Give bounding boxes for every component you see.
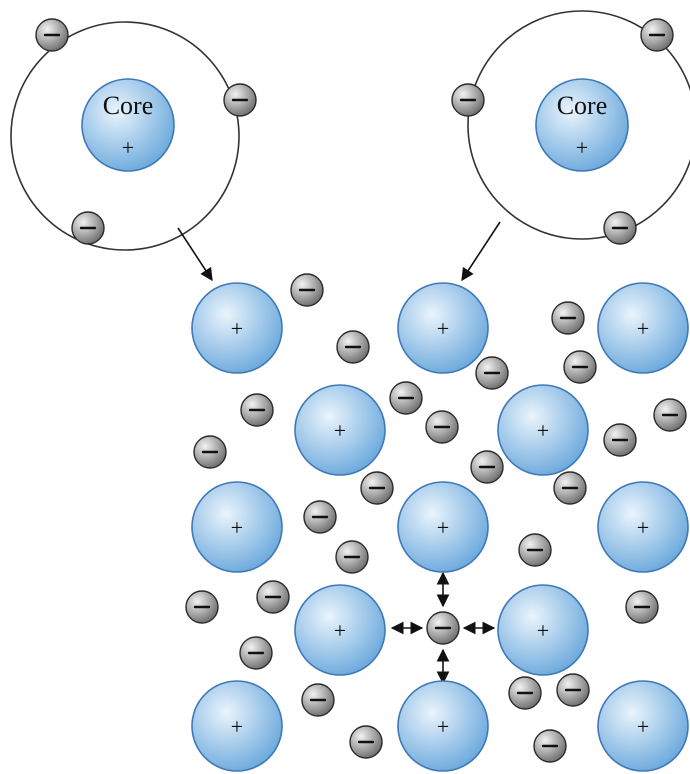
orbit-electron: [223, 83, 257, 117]
ion-core: +: [191, 680, 283, 772]
electron-sea: [35, 18, 687, 763]
free-electron: [475, 356, 509, 390]
ion-sign: +: [334, 418, 346, 443]
ion-core: +: [191, 481, 283, 573]
ion-core: +: [497, 584, 589, 676]
free-electron: [533, 729, 567, 763]
ion-lattice: + + + + + + + + + + + + +: [191, 282, 689, 772]
ion-circle: [597, 481, 689, 573]
ion-circle: [191, 481, 283, 573]
ion-sign: +: [437, 316, 449, 341]
free-electron: [303, 500, 337, 534]
ion-sign: +: [231, 714, 243, 739]
left-atom-arrow: [177, 227, 213, 282]
free-electron: [360, 471, 394, 505]
ion-core: +: [397, 680, 489, 772]
free-electron: [425, 410, 459, 444]
ion-circle: [294, 384, 386, 476]
ion-sign: +: [231, 316, 243, 341]
free-electron: [239, 636, 273, 670]
free-electron: [563, 350, 597, 384]
free-electron: [426, 611, 460, 645]
free-electron: [518, 533, 552, 567]
ion-sign: +: [637, 316, 649, 341]
ion-sign: +: [437, 515, 449, 540]
ion-core: +: [597, 481, 689, 573]
left-atom-orbit: [10, 21, 240, 251]
right-atom-orbit: [467, 10, 690, 240]
left-atom: Core +: [10, 21, 240, 251]
ion-circle: [497, 584, 589, 676]
ion-circle: [497, 384, 589, 476]
free-electron: [290, 273, 324, 307]
ion-core: +: [597, 680, 689, 772]
ion-circle: [597, 282, 689, 374]
free-electron: [240, 393, 274, 427]
free-electron: [389, 381, 423, 415]
ion-circle: [397, 680, 489, 772]
ion-sign: +: [437, 714, 449, 739]
ion-core: +: [597, 282, 689, 374]
ion-circle: [397, 282, 489, 374]
free-electron: [193, 435, 227, 469]
ion-sign: +: [537, 618, 549, 643]
ion-core: +: [294, 584, 386, 676]
free-electron: [603, 423, 637, 457]
right-core-sign: +: [576, 135, 588, 160]
force-arrows: [390, 571, 496, 685]
free-electron: [508, 676, 542, 710]
ion-sign: +: [537, 418, 549, 443]
orbit-electron: [451, 83, 485, 117]
ion-circle: [191, 680, 283, 772]
left-core-label: Core: [103, 91, 154, 120]
free-electron: [349, 725, 383, 759]
orbit-electron: [603, 211, 637, 245]
ion-circle: [597, 680, 689, 772]
free-electron: [335, 540, 369, 574]
ion-sign: +: [334, 618, 346, 643]
ion-core: +: [397, 481, 489, 573]
free-electron: [625, 590, 659, 624]
free-electron: [301, 683, 335, 717]
free-electron: [551, 301, 585, 335]
orbit-electron: [35, 18, 69, 52]
left-atom-core: [81, 78, 175, 172]
right-core-label: Core: [557, 91, 608, 120]
ion-circle: [191, 282, 283, 374]
ion-core: +: [294, 384, 386, 476]
right-atom-core: [535, 78, 629, 172]
ion-circle: [397, 481, 489, 573]
left-core-sign: +: [122, 135, 134, 160]
right-atom-arrow: [461, 221, 501, 282]
ion-core: +: [191, 282, 283, 374]
orbit-electron: [71, 211, 105, 245]
ion-core: +: [497, 384, 589, 476]
free-electron: [556, 673, 590, 707]
free-electron: [553, 471, 587, 505]
ion-circle: [294, 584, 386, 676]
ion-core: +: [397, 282, 489, 374]
free-electron: [653, 398, 687, 432]
free-electron: [470, 450, 504, 484]
ion-sign: +: [637, 714, 649, 739]
ion-sign: +: [637, 515, 649, 540]
ion-sign: +: [231, 515, 243, 540]
free-electron: [336, 330, 370, 364]
orbit-electron: [640, 18, 674, 52]
free-electron: [185, 590, 219, 624]
right-atom: Core +: [467, 10, 690, 240]
free-electron: [256, 580, 290, 614]
